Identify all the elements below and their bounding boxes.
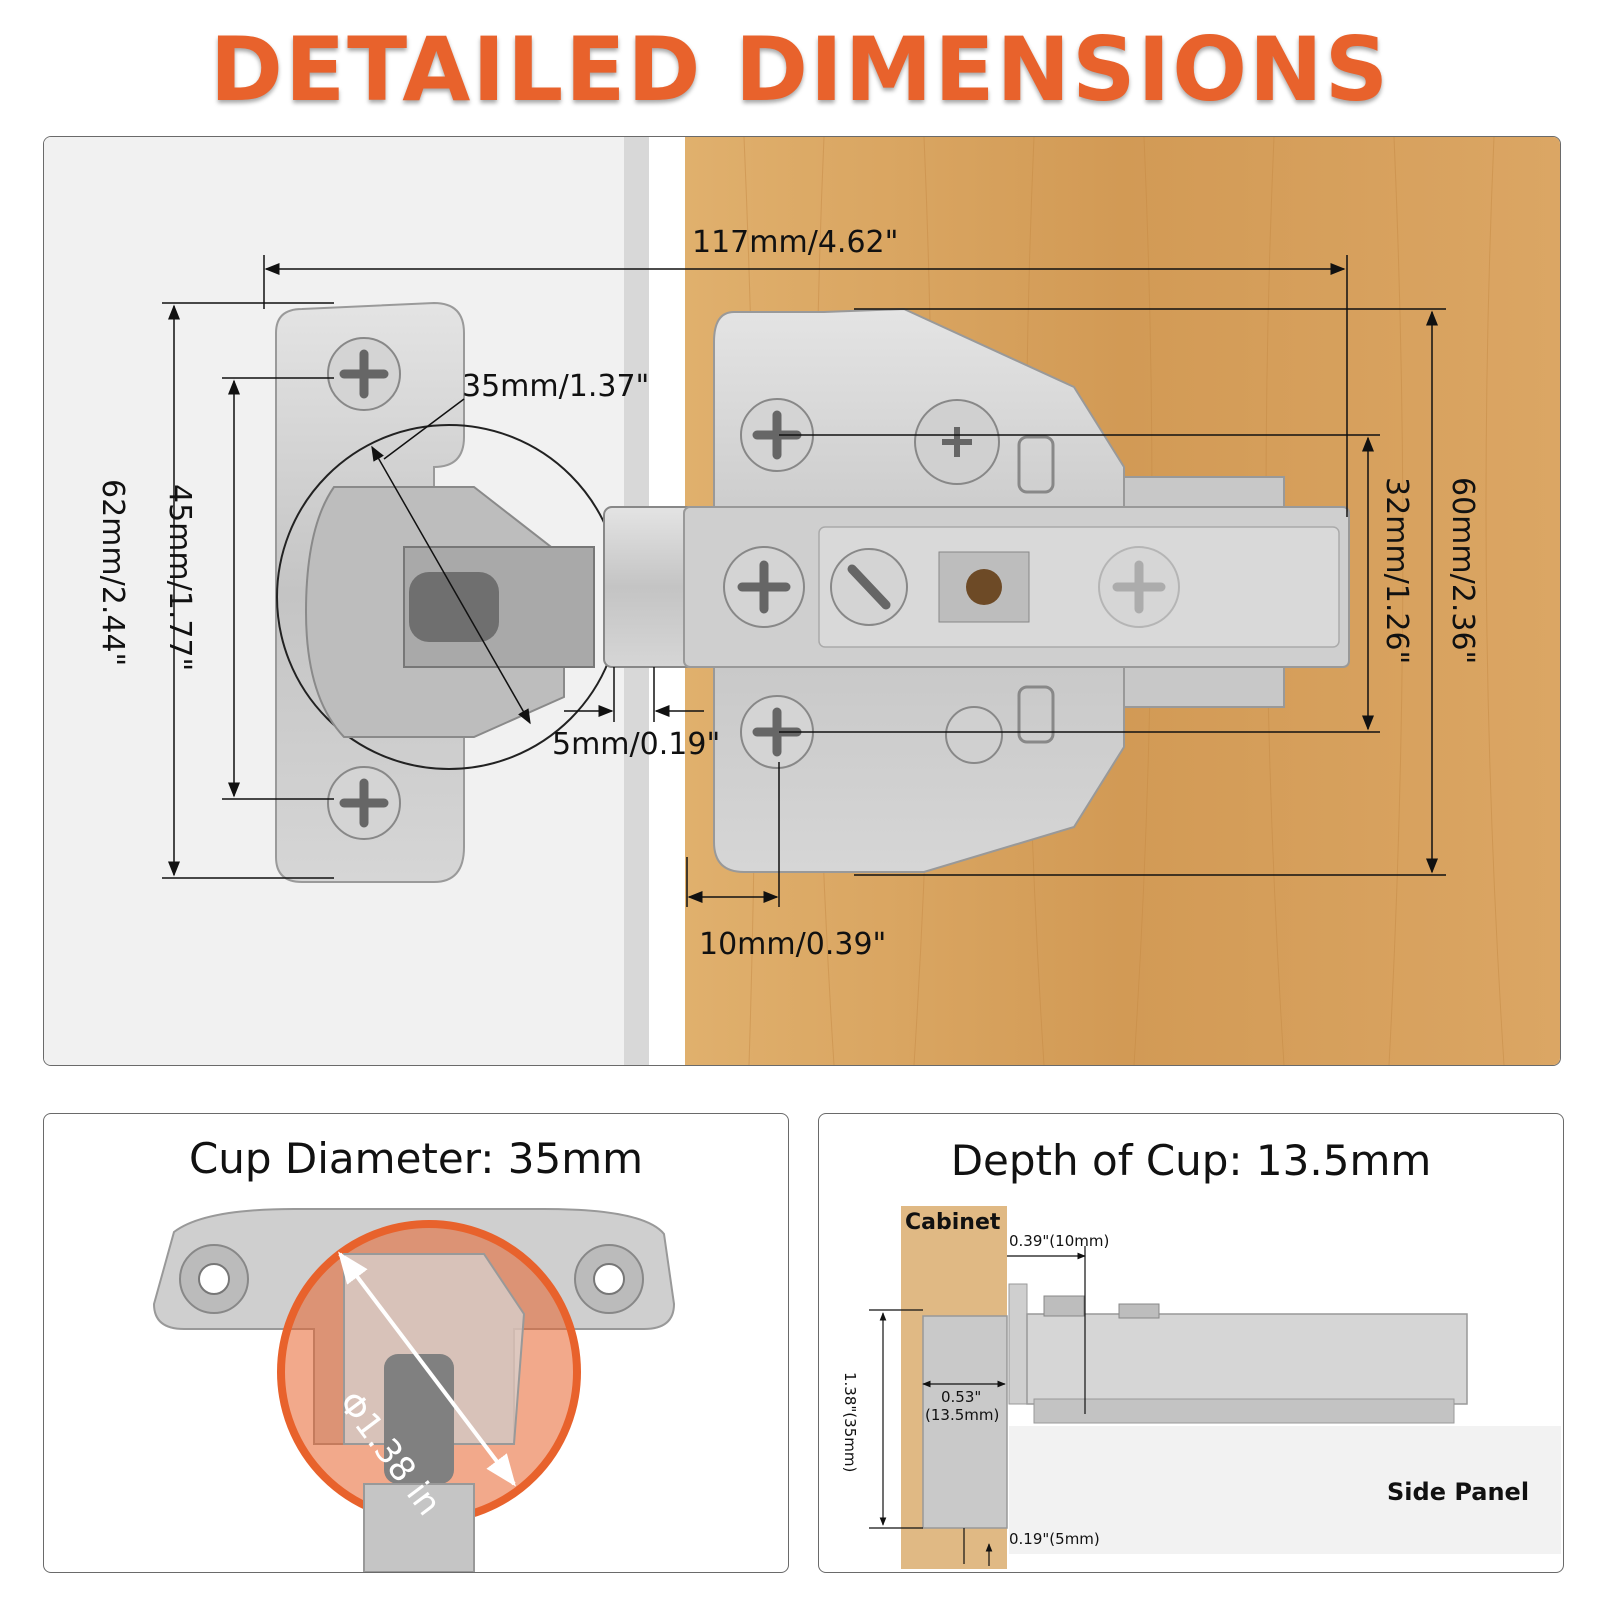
edge-gap-label: 5mm/0.19" [552,727,721,762]
mount-offset-label: 10mm/0.39" [699,927,887,962]
overall-length-label: 117mm/4.62" [692,225,899,260]
hinge-arm-side [1026,1313,1468,1405]
arm-screw-2 [830,548,908,626]
screw-spacing-label: 45mm/1.77" [162,484,197,672]
cup-section [922,1315,1008,1529]
mount-screw-bottom [740,695,814,769]
depth-panel-title: Depth of Cup: 13.5mm [950,1136,1432,1185]
cup-depth-panel: Depth of Cup: 13.5mm Cabinet 0.39"(10mm)… [818,1113,1564,1573]
arm-screw-3 [1098,546,1180,628]
depth-illustration [869,1206,1561,1569]
cup-diameter-panel: Cup Diameter: 35mm Φ1.38 in [43,1113,789,1573]
page-title: DETAILED DIMENSIONS [209,18,1391,121]
plate-height-label: 62mm/2.44" [95,479,130,667]
edge-label: 0.19"(5mm) [1009,1530,1100,1548]
offset-label: 0.39"(10mm) [1009,1232,1110,1250]
depth-label-mm: (13.5mm) [925,1406,1000,1424]
cabinet-label: Cabinet [905,1210,1001,1235]
mount-height-label: 60mm/2.36" [1445,477,1480,665]
depth-label-in: 0.53" [941,1388,982,1406]
cup-panel-title: Cup Diameter: 35mm [188,1134,644,1183]
side-panel-label: Side Panel [1387,1478,1530,1506]
door-screw-bottom [327,766,401,840]
hinge-diagram [44,137,1560,1065]
cup-diameter-label: 35mm/1.37" [462,369,650,404]
door-screw-top [327,337,401,411]
cup-height-label: 1.38"(35mm) [841,1372,859,1473]
cup-illustration [152,1208,676,1572]
side-panel-board [1009,1426,1561,1554]
mount-screw-spacing-label: 32mm/1.26" [1379,477,1414,665]
main-dimension-panel: 117mm/4.62" 35mm/1.37" 5mm/0.19" 10mm/0.… [43,136,1561,1066]
arm-screw-1 [723,546,805,628]
